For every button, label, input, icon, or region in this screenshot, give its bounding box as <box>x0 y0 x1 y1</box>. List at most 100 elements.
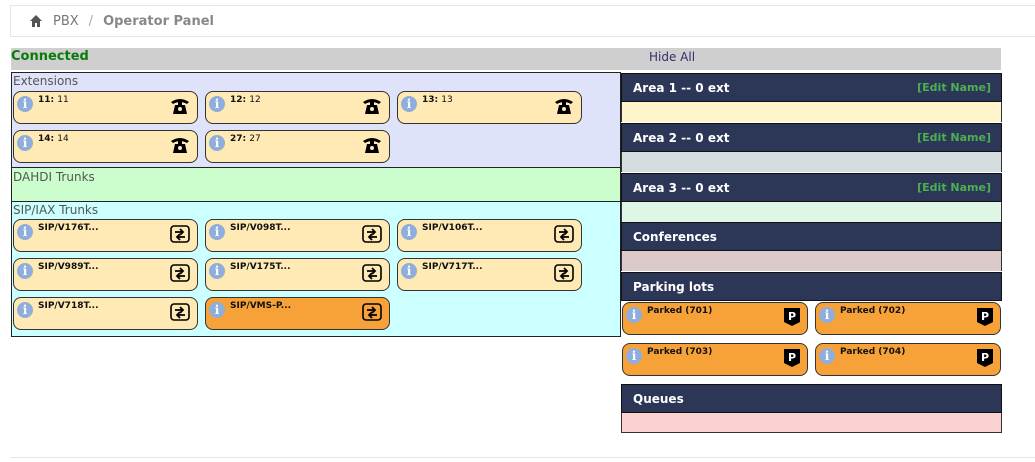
breadcrumb-root[interactable]: PBX <box>53 13 79 29</box>
info-icon[interactable]: i <box>401 96 417 112</box>
trunk-arrows-icon <box>362 225 382 243</box>
extension-number: 14 <box>57 134 69 144</box>
divider <box>10 457 1035 458</box>
extension-card[interactable]: i 12: 12 <box>205 91 390 124</box>
parking-slot-card[interactable]: i Parked (701) P <box>622 302 808 335</box>
parking-lots-header: Parking lots <box>621 272 1002 301</box>
info-icon[interactable]: i <box>209 263 225 279</box>
extension-card[interactable]: i 27: 27 <box>205 130 390 163</box>
trunk-label: SIP/VMS-P... <box>230 301 292 311</box>
info-icon[interactable]: i <box>401 224 417 240</box>
extension-name: 27: <box>230 134 247 144</box>
info-icon[interactable]: i <box>819 307 835 323</box>
telephone-icon <box>171 99 189 114</box>
extension-label: 14: 14 <box>38 134 69 144</box>
area-1-header: Area 1 -- 0 ext [Edit Name] <box>621 73 1002 102</box>
info-icon[interactable]: i <box>17 135 33 151</box>
trunk-arrows-icon <box>170 225 190 243</box>
extension-name: 11: <box>38 95 55 105</box>
info-icon[interactable]: i <box>209 224 225 240</box>
svg-text:P: P <box>981 351 989 364</box>
info-icon[interactable]: i <box>819 348 835 364</box>
trunk-arrows-icon <box>170 303 190 321</box>
trunk-card[interactable]: i SIP/V175T... <box>205 258 390 291</box>
svg-text:P: P <box>788 351 796 364</box>
area-1-title: Area 1 -- 0 ext <box>633 81 730 95</box>
breadcrumb: PBX / Operator Panel <box>10 5 1035 37</box>
parking-lots-title: Parking lots <box>633 280 715 294</box>
info-icon[interactable]: i <box>401 263 417 279</box>
parking-slot-label: Parked (704) <box>840 347 906 357</box>
info-icon[interactable]: i <box>17 302 33 318</box>
telephone-icon <box>363 99 381 114</box>
area-2-header: Area 2 -- 0 ext [Edit Name] <box>621 123 1002 152</box>
info-icon[interactable]: i <box>626 348 642 364</box>
trunk-arrows-icon <box>362 303 382 321</box>
svg-text:P: P <box>981 310 989 323</box>
home-icon[interactable] <box>29 14 43 28</box>
info-icon[interactable]: i <box>209 96 225 112</box>
edit-name-button[interactable]: [Edit Name] <box>917 131 991 144</box>
telephone-icon <box>171 138 189 153</box>
svg-text:P: P <box>788 310 796 323</box>
extension-name: 14: <box>38 134 55 144</box>
trunk-card[interactable]: i SIP/VMS-P... <box>205 297 390 330</box>
info-icon[interactable]: i <box>17 96 33 112</box>
breadcrumb-separator: / <box>88 13 94 29</box>
trunk-arrows-icon <box>170 264 190 282</box>
extension-label: 12: 12 <box>230 95 261 105</box>
extension-label: 27: 27 <box>230 134 261 144</box>
extension-name: 12: <box>230 95 247 105</box>
area-1-body <box>621 102 1002 122</box>
trunk-label: SIP/V175T... <box>230 262 291 272</box>
extension-card[interactable]: i 11: 11 <box>13 91 198 124</box>
extension-number: 11 <box>57 95 69 105</box>
area-2-body <box>621 152 1002 172</box>
info-icon[interactable]: i <box>626 307 642 323</box>
parking-icon: P <box>977 349 993 367</box>
conferences-header: Conferences <box>621 222 1002 251</box>
parking-icon: P <box>784 349 800 367</box>
info-icon[interactable]: i <box>17 263 33 279</box>
extension-card[interactable]: i 14: 14 <box>13 130 198 163</box>
trunk-label: SIP/V106T... <box>422 223 483 233</box>
parking-slot-label: Parked (703) <box>647 347 713 357</box>
edit-name-button[interactable]: [Edit Name] <box>917 81 991 94</box>
sip-title: SIP/IAX Trunks <box>13 203 99 217</box>
info-icon[interactable]: i <box>17 224 33 240</box>
extensions-title: Extensions <box>13 74 79 88</box>
telephone-icon <box>555 99 573 114</box>
info-icon[interactable]: i <box>209 302 225 318</box>
page-title: Operator Panel <box>103 13 214 29</box>
extension-number: 13 <box>441 95 453 105</box>
area-2-title: Area 2 -- 0 ext <box>633 131 730 145</box>
trunk-card[interactable]: i SIP/V176T... <box>13 219 198 252</box>
trunk-arrows-icon <box>554 225 574 243</box>
edit-name-button[interactable]: [Edit Name] <box>917 181 991 194</box>
dahdi-section: DAHDI Trunks <box>11 168 621 202</box>
conferences-body <box>621 251 1002 271</box>
area-3-body <box>621 202 1002 222</box>
info-icon[interactable]: i <box>209 135 225 151</box>
extension-label: 11: 11 <box>38 95 69 105</box>
trunk-card[interactable]: i SIP/V989T... <box>13 258 198 291</box>
parking-slot-card[interactable]: i Parked (704) P <box>815 343 1001 376</box>
parking-slot-label: Parked (701) <box>647 306 713 316</box>
trunk-label: SIP/V989T... <box>38 262 99 272</box>
queues-title: Queues <box>633 392 684 406</box>
trunk-card[interactable]: i SIP/V106T... <box>397 219 582 252</box>
extension-number: 12 <box>249 95 261 105</box>
parking-slot-card[interactable]: i Parked (703) P <box>622 343 808 376</box>
hide-all-button[interactable]: Hide All <box>649 50 696 64</box>
conferences-title: Conferences <box>633 230 717 244</box>
trunk-label: SIP/V176T... <box>38 223 99 233</box>
